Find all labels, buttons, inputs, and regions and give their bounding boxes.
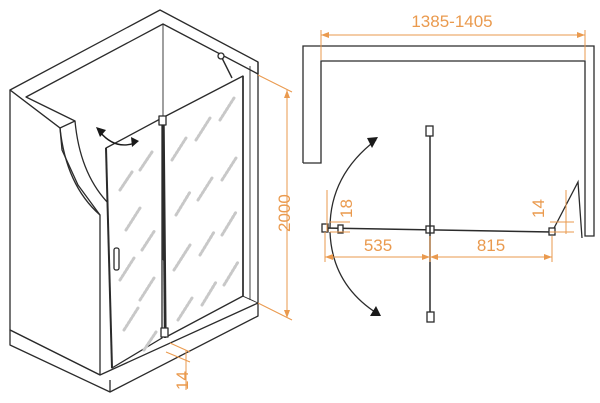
bottom-widths-dimension: [324, 232, 553, 262]
plan-walls: [302, 45, 595, 237]
plan-open-top-fitting-icon: [425, 125, 434, 137]
plan-view: [302, 45, 595, 323]
right-gap-dimension: [550, 190, 574, 234]
door-width-label: 535: [364, 236, 392, 255]
fixed-panel-width-label: 815: [477, 236, 505, 255]
glass-thickness-label: 18: [337, 199, 356, 218]
right-gap-label: 14: [529, 199, 548, 218]
stabilizer-bar: [221, 57, 233, 79]
left-wall-face: [9, 89, 101, 376]
bottom-gap-dimension: [165, 342, 191, 390]
door-profile: [105, 147, 113, 369]
thickness-dimension: [326, 190, 350, 233]
plan-glass-line: [323, 227, 553, 233]
bottom-gap-label: 14: [173, 371, 192, 390]
fixed-glass-panel: [163, 75, 244, 338]
door-glass-panel: [105, 117, 163, 369]
total-width-dimension: [320, 30, 586, 60]
niche-curve: [59, 127, 101, 216]
middle-hinge-profile: [161, 116, 167, 339]
height-dimension: [257, 74, 293, 321]
glass-pattern: [118, 96, 240, 352]
plan-stabilizer: [551, 179, 583, 239]
upper-hinge-icon: [158, 115, 167, 126]
plan-open-bottom-fitting-icon: [426, 311, 435, 323]
door-handle-icon: [113, 247, 120, 271]
lower-hinge-icon: [160, 327, 169, 338]
height-label: 2000: [275, 194, 294, 232]
stabilizer-mount-icon: [217, 52, 225, 60]
total-width-label: 1385-1405: [411, 12, 492, 31]
niche-curve-inner: [74, 120, 111, 206]
isometric-view: [9, 9, 259, 393]
plan-handle-icon: [337, 224, 344, 234]
curved-double-arrow-icon: [96, 127, 139, 147]
curved-swing-arrow-icon: [329, 137, 381, 316]
